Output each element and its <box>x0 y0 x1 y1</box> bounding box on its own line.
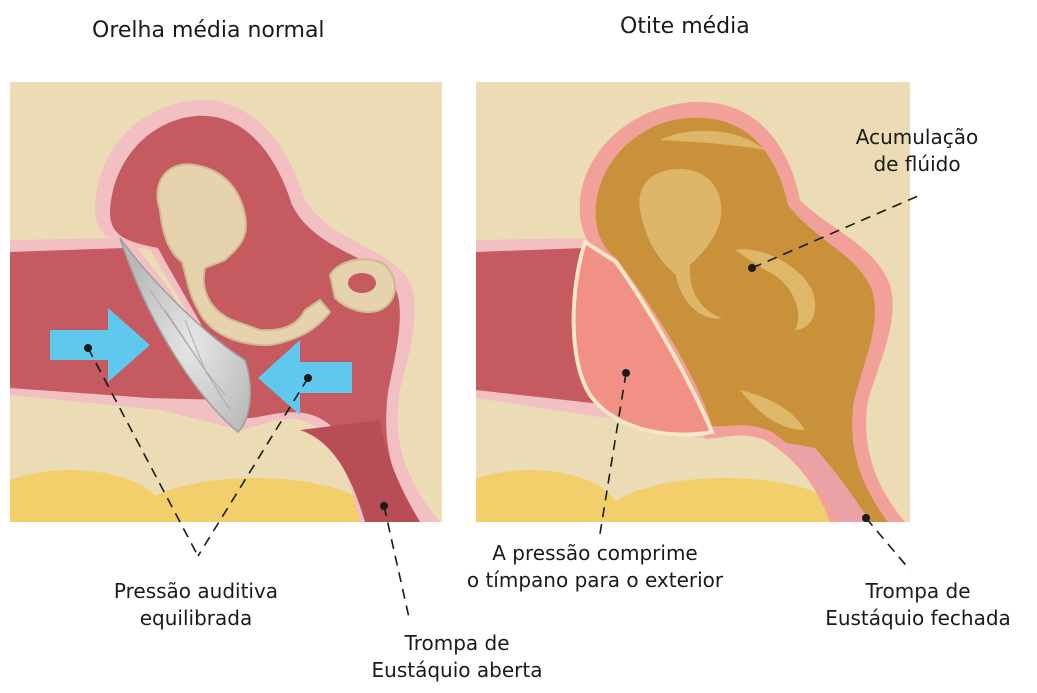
pointer-dot <box>748 264 756 272</box>
pointer-dot <box>380 502 388 510</box>
normal-ear-panel <box>0 82 442 560</box>
pointer-dot <box>84 344 92 352</box>
label-line: Acumulação <box>842 124 992 151</box>
label-eustachian-open: Trompa de Eustáquio aberta <box>352 630 562 684</box>
label-line: Pressão auditiva <box>86 578 306 605</box>
label-line: Trompa de <box>352 630 562 657</box>
pointer-dot <box>862 514 870 522</box>
pointer-dot <box>304 374 312 382</box>
label-fluid-accumulation: Acumulação de flúido <box>842 124 992 178</box>
fat-pad <box>135 478 375 558</box>
label-eardrum-pressure: A pressão comprime o tímpano para o exte… <box>440 540 750 594</box>
label-line: Eustáquio aberta <box>352 657 562 684</box>
label-line: A pressão comprime <box>440 540 750 567</box>
label-balanced-pressure: Pressão auditiva equilibrada <box>86 578 306 632</box>
label-line: Trompa de <box>808 578 1028 605</box>
label-line: o tímpano para o exterior <box>440 567 750 594</box>
otitis-ear-panel <box>440 82 910 560</box>
label-line: equilibrada <box>86 605 306 632</box>
label-line: Eustáquio fechada <box>808 605 1028 632</box>
pointer-dot <box>622 369 630 377</box>
label-line: de flúido <box>842 151 992 178</box>
stapes-opening <box>348 273 376 293</box>
label-eustachian-closed: Trompa de Eustáquio fechada <box>808 578 1028 632</box>
